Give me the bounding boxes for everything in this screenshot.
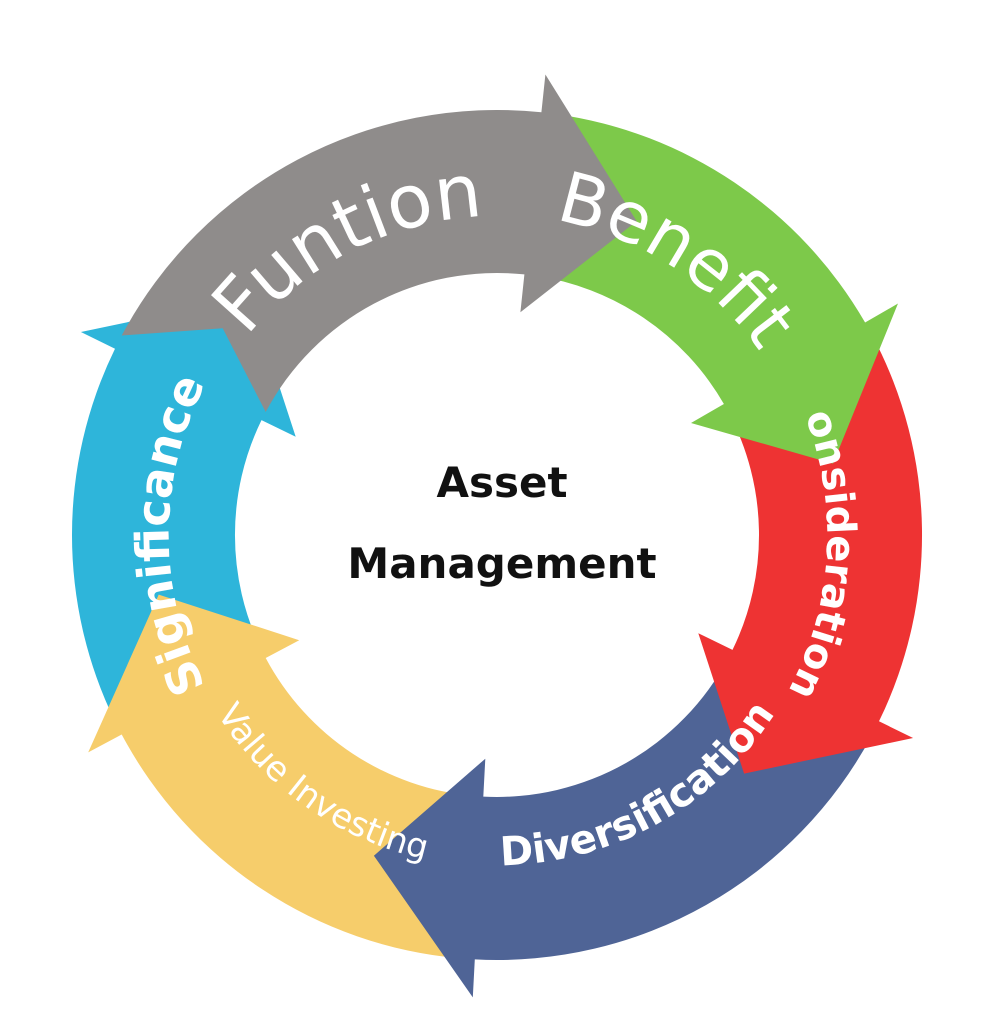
center-title-line2: Management	[347, 539, 656, 588]
arrow-considerations	[698, 335, 923, 774]
arrow-funtion	[121, 74, 637, 412]
arrow-value-investing	[88, 594, 475, 959]
center-title-line1: Asset	[436, 458, 567, 507]
center-title: Asset Management	[347, 458, 656, 588]
arrow-significance	[71, 296, 296, 722]
arrow-benefits	[533, 114, 898, 464]
